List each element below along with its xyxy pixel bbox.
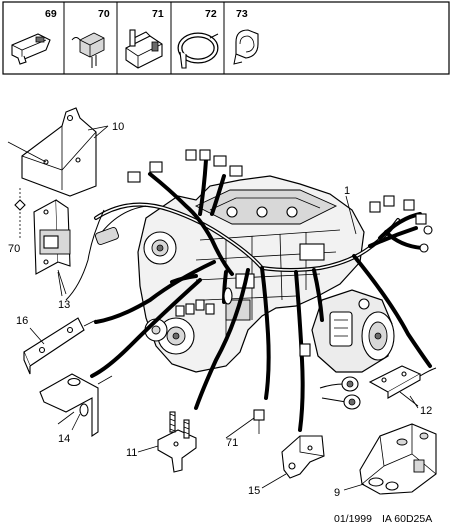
callout-10: 10 [112,121,124,133]
bracket-clip-icon [125,29,163,69]
cable-tie-ring-icon [177,32,219,69]
part-number-71: 71 [152,8,164,20]
clip-70-marker [14,188,26,240]
header-cell-73[interactable]: 73 [233,8,259,65]
bracket-10[interactable] [7,107,109,197]
callout-16: 16 [16,315,28,327]
wire-clip-icon [71,32,105,68]
header-cell-70[interactable]: 70 [71,8,110,68]
clip-71-marker [253,409,265,434]
bracket-16[interactable] [23,317,97,375]
footer-code: IA 60D25A [382,513,432,525]
header-cell-69[interactable]: 69 [11,8,57,65]
bracket-9[interactable] [343,423,437,495]
bracket-11[interactable] [137,411,197,473]
bracket-13[interactable] [33,199,71,295]
part-number-70: 70 [98,8,110,20]
wiring-harness-1[interactable] [65,158,432,432]
gearbox [311,289,395,373]
harness-connectors [95,149,433,357]
callouts: 1 10 70 13 16 14 11 71 15 9 12 [8,121,432,499]
part-number-73: 73 [236,8,248,20]
bracket-12[interactable] [368,365,437,407]
callout-71: 71 [226,437,238,449]
header-cell-72[interactable]: 72 [177,8,219,69]
callout-13: 13 [58,299,70,311]
callout-15: 15 [248,485,260,497]
callout-70: 70 [8,243,20,255]
footer: 01/1999 IA 60D25A [334,513,432,525]
engine-block [137,175,365,373]
callout-11: 11 [126,447,137,459]
callout-14: 14 [58,433,70,445]
bracket-15[interactable] [261,435,325,489]
connector-clip-icon [11,33,51,65]
header-strip: 69 70 71 [2,1,450,75]
footer-date: 01/1999 [334,513,372,525]
round-connectors [319,376,361,410]
part-number-69: 69 [45,8,57,20]
part-number-72: 72 [205,8,217,20]
hose-clip-icon [233,29,259,65]
callout-12: 12 [420,405,432,417]
bracket-14[interactable] [39,373,113,438]
callout-1: 1 [344,185,350,197]
leader-lines [57,125,419,439]
callout-9: 9 [334,487,340,499]
header-cell-71[interactable]: 71 [125,8,164,69]
